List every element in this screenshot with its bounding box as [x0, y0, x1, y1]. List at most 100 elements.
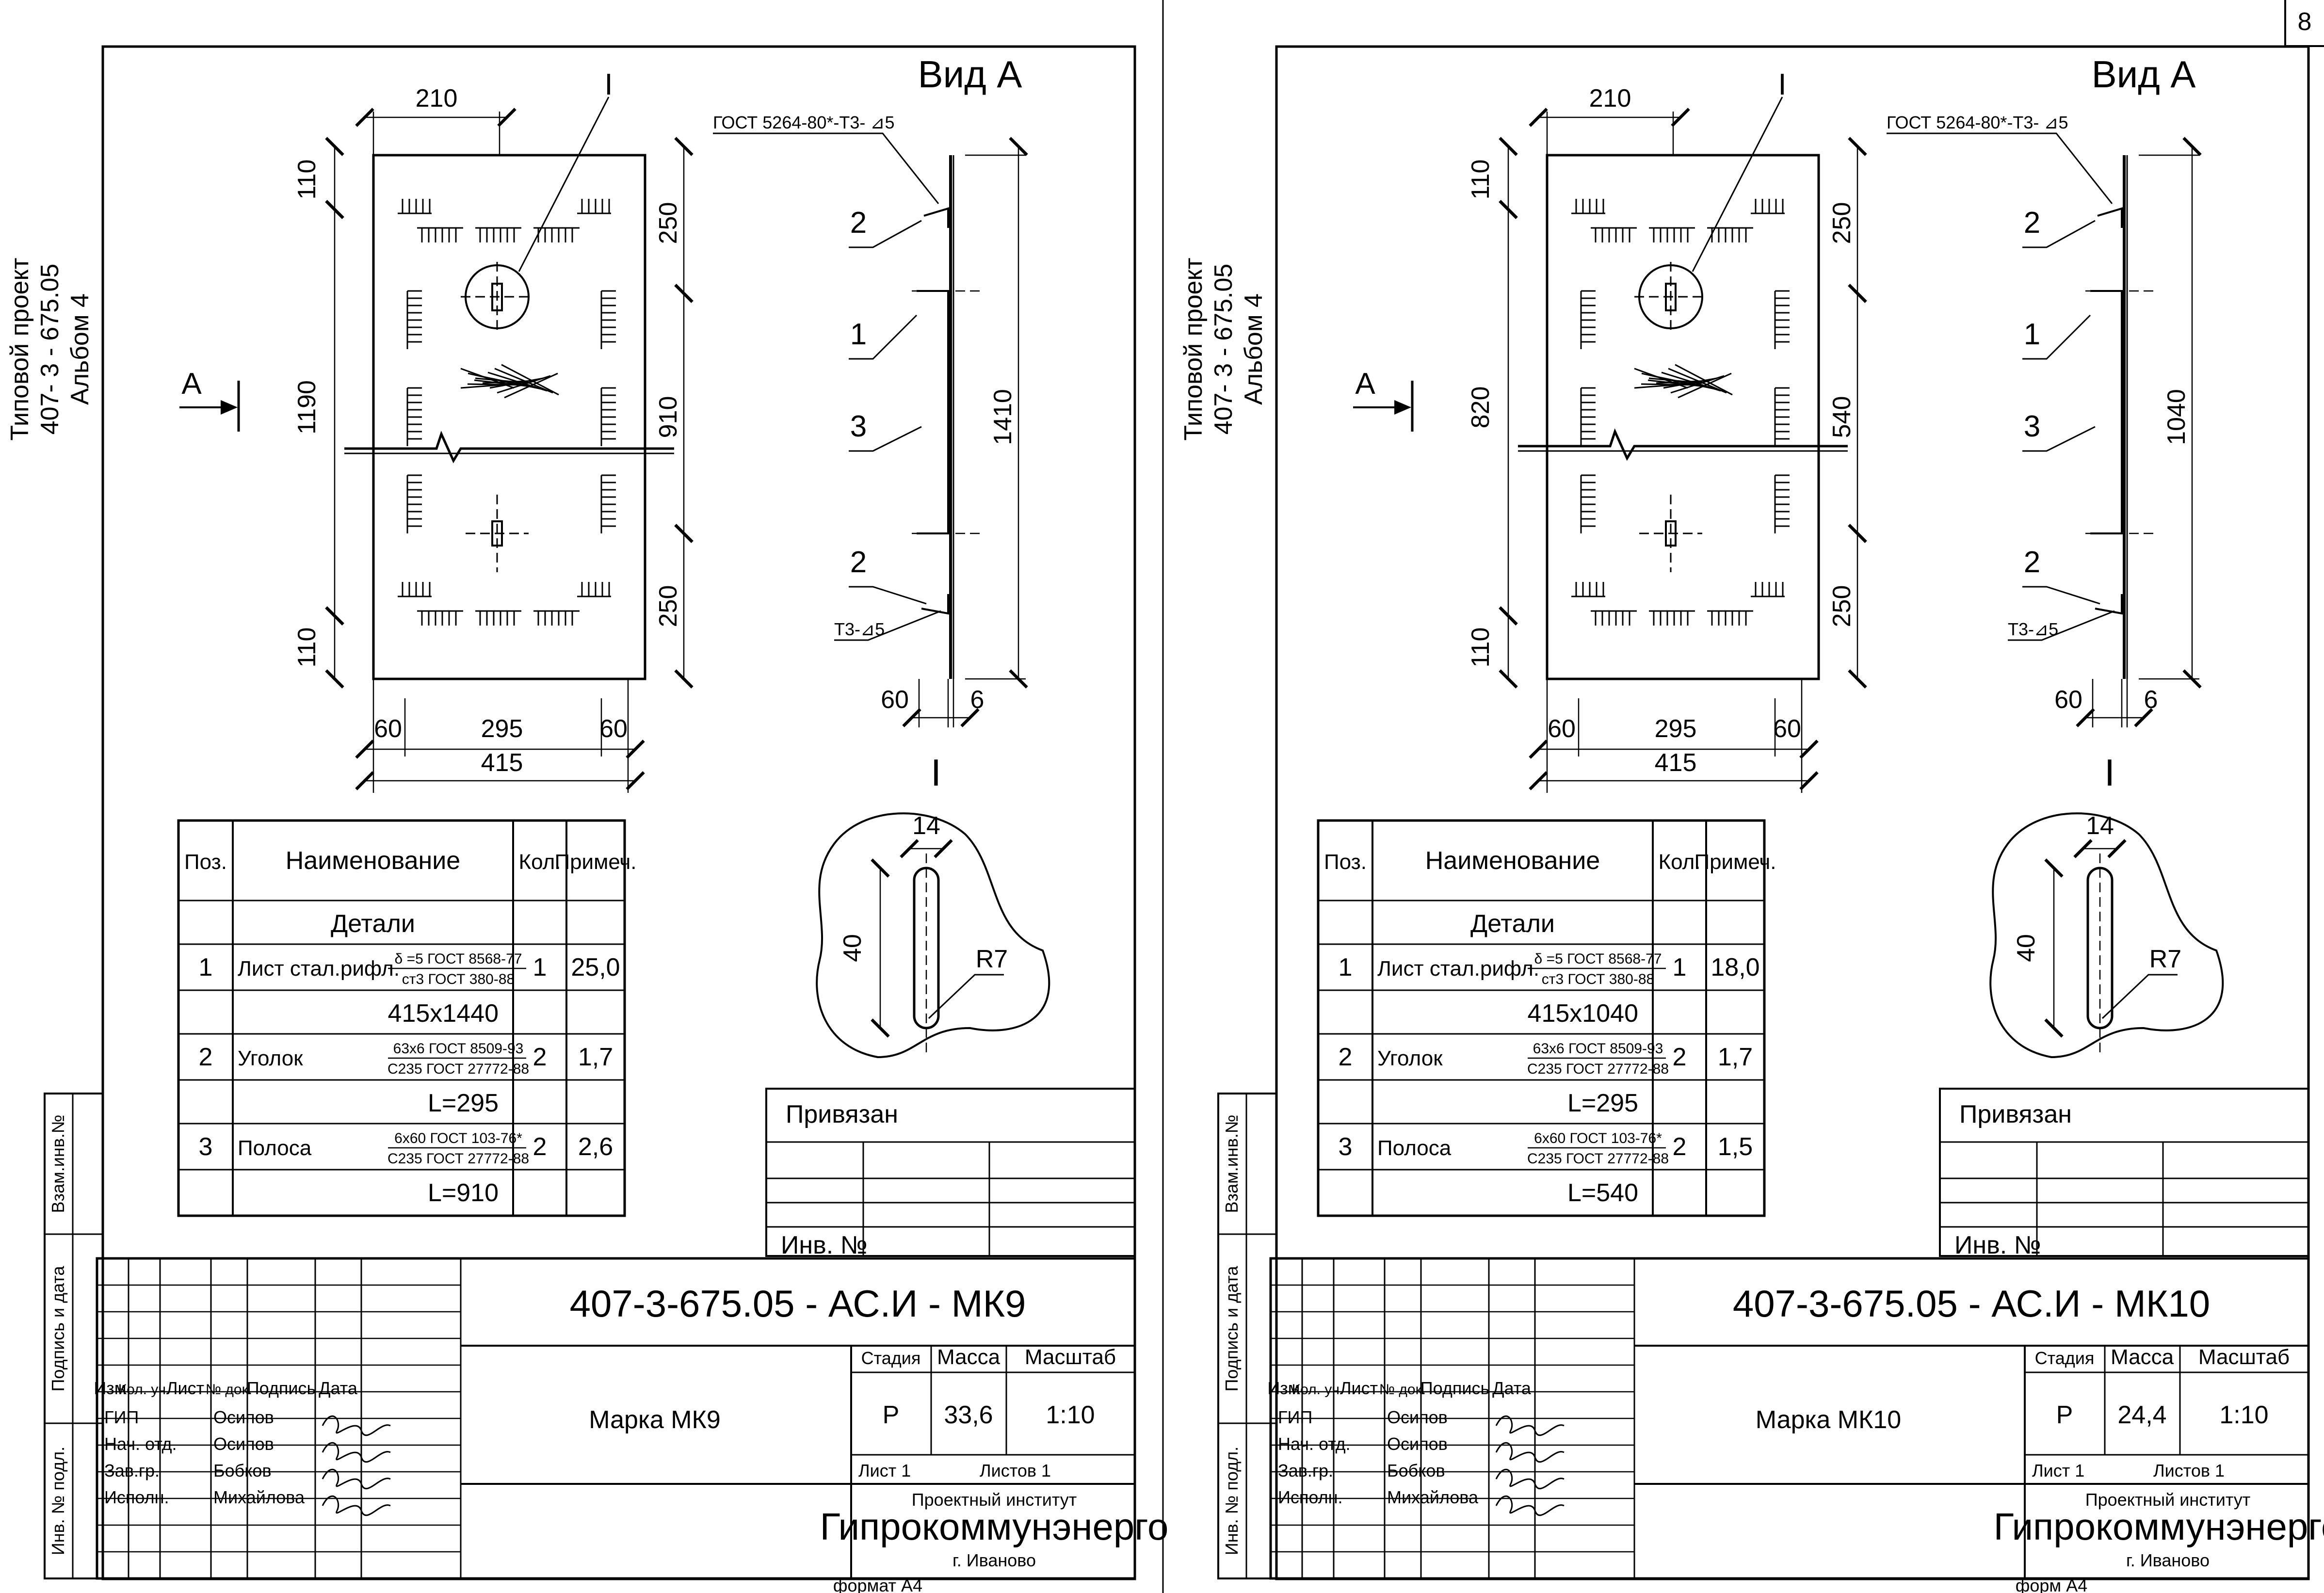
dim-seg-mid: 910 — [654, 396, 682, 438]
table-qty: 2 — [1673, 1043, 1687, 1071]
table-pos: 1 — [199, 953, 213, 982]
hatch-line — [501, 364, 559, 396]
arrow-label-a: А — [1355, 367, 1375, 401]
format-label: формат А4 — [833, 1576, 922, 1593]
table-std-bot: С235 ГОСТ 27772-88 — [1527, 1061, 1669, 1077]
side-caption-line1: Типовой проект — [6, 257, 34, 440]
weld-leader-bot — [834, 610, 941, 641]
stamp-person: Осипов — [213, 1434, 274, 1454]
hatch-line — [1654, 375, 1715, 390]
dim-b-total: 415 — [481, 749, 523, 777]
slot-hole — [1665, 283, 1677, 311]
position-number: 2 — [850, 546, 867, 579]
stamp-role: ГИП — [1278, 1407, 1312, 1427]
org-line1: Проектный институт — [2085, 1490, 2250, 1510]
dim-seg-top: 250 — [654, 202, 682, 244]
weld-leader-top — [713, 132, 939, 204]
left-strip-label: Подпись и дата — [48, 1266, 68, 1392]
position-number: 2 — [850, 206, 867, 240]
table-header: Примеч. — [1694, 850, 1776, 874]
table-name: Полоса — [1377, 1136, 1452, 1160]
left-strip-label: Подпись и дата — [1222, 1266, 1242, 1392]
table-pos: 3 — [199, 1133, 213, 1161]
position-leader — [2022, 426, 2096, 452]
left-strip-label: Инв. № подл. — [48, 1447, 68, 1555]
position-leader — [849, 426, 922, 452]
position-leader — [2022, 220, 2096, 248]
side-caption-line3: Альбом 4 — [66, 293, 94, 405]
table-qty: 2 — [1673, 1133, 1687, 1161]
stamp-person: Михайлова — [1387, 1487, 1479, 1507]
drawing-code: 407-3-675.05 - АС.И - МК9 — [570, 1282, 1026, 1325]
table-header: Наименование — [286, 847, 460, 875]
table-std-top: 63х6 ГОСТ 8509-93 — [393, 1041, 524, 1057]
stamp-col-header: Дата — [1492, 1378, 1532, 1398]
angle-top — [2097, 207, 2123, 228]
sheet-label: Лист 1 — [2032, 1461, 2084, 1480]
scale-label: Масштаб — [1025, 1345, 1116, 1369]
mass-label: Масса — [937, 1345, 1001, 1369]
inv-label: Инв. № — [781, 1231, 867, 1259]
table-header: Кол. — [518, 850, 561, 874]
signature — [1495, 1495, 1565, 1516]
left-strip-label: Взам.инв.№ — [1222, 1114, 1242, 1213]
table-note: 1,7 — [1718, 1043, 1753, 1071]
angle-middle — [917, 290, 949, 534]
angle-middle — [2090, 290, 2123, 534]
table-size: L=295 — [428, 1089, 499, 1117]
side-caption-line3: Альбом 4 — [1240, 293, 1268, 405]
sheets-label: Листов 1 — [980, 1461, 1051, 1480]
signature — [1495, 1468, 1565, 1490]
detail-width: 14 — [912, 812, 940, 840]
dim-bot-h: 110 — [1467, 628, 1495, 668]
position-leader — [2022, 314, 2091, 360]
radius-leader — [928, 974, 1004, 1019]
dim-b-mid: 295 — [481, 715, 523, 743]
left-strip-label: Инв. № подл. — [1222, 1447, 1242, 1555]
slot-hole — [1665, 520, 1677, 547]
stamp-col-header: Изм. — [1267, 1378, 1305, 1398]
side-caption-line1: Типовой проект — [1179, 257, 1208, 440]
table-std-top: 6х60 ГОСТ 103-76* — [394, 1130, 522, 1146]
position-number: 2 — [2024, 206, 2040, 240]
table-std-top: δ =5 ГОСТ 8568-77 — [395, 951, 522, 967]
weld-leader-bot — [2008, 610, 2115, 641]
position-number: 3 — [2024, 410, 2040, 443]
weld-note-bot: Т3-⊿5 — [2008, 619, 2058, 639]
stamp-col-header: Кол. уч. — [118, 1382, 170, 1398]
stamp-col-header: № док. — [206, 1382, 252, 1398]
view-arrow-a: А — [179, 367, 240, 432]
table-note: 1,5 — [1718, 1133, 1753, 1161]
table-std-bot: С235 ГОСТ 27772-88 — [1527, 1151, 1669, 1167]
view-arrow-a: А — [1353, 367, 1414, 432]
table-name: Лист стал.рифл. — [1377, 957, 1539, 981]
callout-leader — [518, 97, 610, 272]
table-header: Поз. — [184, 850, 227, 874]
detail-height: 40 — [839, 934, 867, 962]
hatch-line — [1678, 372, 1732, 399]
plate-outline — [372, 154, 646, 680]
table-section: Детали — [331, 910, 415, 938]
dim-top-width: 210 — [416, 84, 458, 113]
hatch-line — [1670, 375, 1725, 394]
scale-value: 1:10 — [1046, 1401, 1095, 1429]
stamp-role: Нач. отд. — [1278, 1434, 1351, 1454]
break-line — [1518, 428, 1848, 461]
table-size: L=910 — [428, 1179, 499, 1207]
table-name: Уголок — [238, 1046, 303, 1070]
plate-plan-view: I — [1518, 68, 1848, 680]
radius-leader — [2101, 974, 2178, 1019]
signature — [1495, 1442, 1565, 1463]
detail-width: 14 — [2086, 812, 2114, 840]
position-number: 1 — [2024, 318, 2040, 351]
drawing-name: Марка МК10 — [1756, 1406, 1901, 1434]
table-note: 25,0 — [571, 953, 620, 982]
